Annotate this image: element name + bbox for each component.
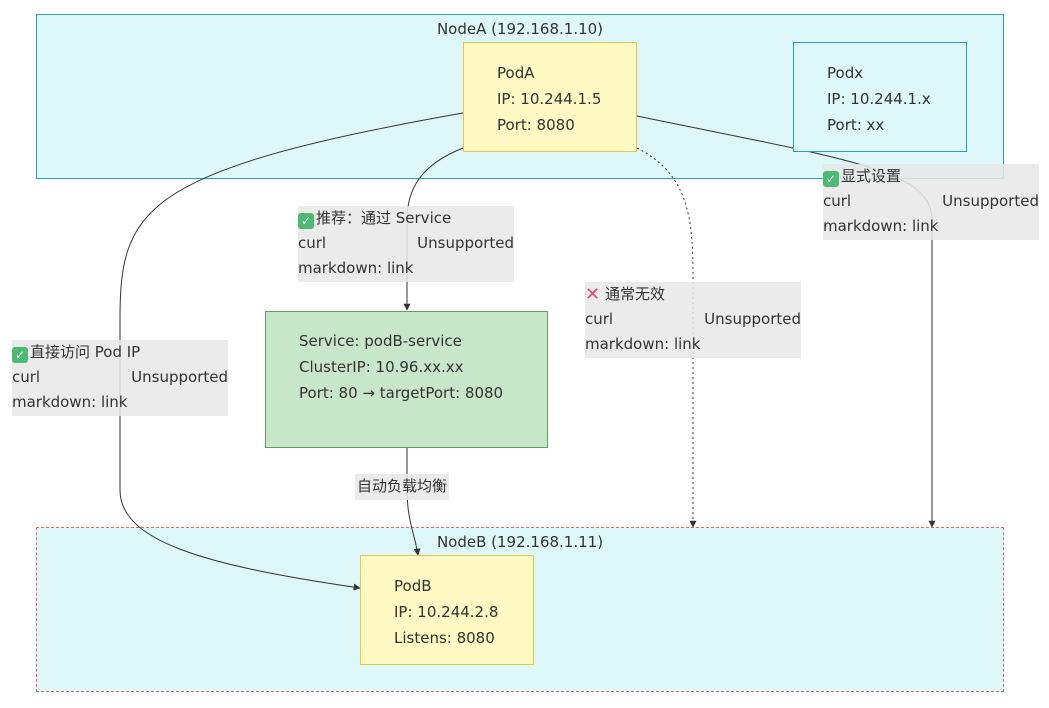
edge-label-direct-status: Unsupported [131, 368, 228, 386]
pod-b-name: PodB [394, 577, 432, 595]
edge-label-direct-title: 直接访问 Pod IP [30, 343, 141, 361]
edge-label-explicit-title: 显式设置 [841, 167, 902, 185]
pod-b-ip: IP: 10.244.2.8 [394, 603, 499, 621]
edge-label-via-service-markdown: markdown: link [298, 259, 414, 277]
service-port: Port: 80 → targetPort: 8080 [299, 384, 504, 402]
service-cluster-ip: ClusterIP: 10.96.xx.xx [299, 358, 464, 376]
edge-label-invalid-status: Unsupported [704, 310, 801, 328]
cross-icon: ✕ [585, 284, 601, 305]
pod-a-ip: IP: 10.244.1.5 [497, 90, 602, 108]
cluster-node-a-title: NodeA (192.168.1.10) [436, 20, 604, 38]
edge-poda-to-nodeb-invalid [636, 147, 697, 528]
service-node: Service: podB-service ClusterIP: 10.96.x… [265, 311, 548, 448]
edge-label-direct-markdown: markdown: link [12, 393, 128, 411]
check-icon: ✓ [12, 347, 28, 363]
pod-b-node: PodB IP: 10.244.2.8 Listens: 8080 [360, 555, 534, 665]
pod-a-name: PodA [497, 64, 535, 82]
pod-a-port: Port: 8080 [497, 116, 575, 134]
edge-label-via-service-title: 推荐：通过 Service [316, 209, 452, 227]
check-icon: ✓ [823, 171, 839, 187]
edge-label-invalid-title: 通常无效 [605, 285, 666, 303]
pod-x-ip: IP: 10.244.1.x [827, 90, 931, 108]
cluster-node-b-title: NodeB (192.168.1.11) [436, 533, 604, 551]
edge-label-load-balance: 自动负载均衡 [355, 474, 450, 500]
edge-label-invalid-markdown: markdown: link [585, 335, 701, 353]
edge-poda-to-podb-direct [119, 112, 464, 591]
pod-x-port: Port: xx [827, 116, 885, 134]
edge-service-to-podb [406, 448, 421, 556]
pod-x-node: Podx IP: 10.244.1.x Port: xx [793, 42, 967, 152]
edge-label-via-service: ✓推荐：通过 Service curl Unsupported markdown:… [298, 206, 514, 282]
edge-label-invalid-curl: curl [585, 310, 614, 328]
edge-label-explicit-markdown: markdown: link [823, 217, 939, 235]
edge-label-explicit: ✓显式设置 curl Unsupported markdown: link [823, 164, 1039, 240]
edge-label-direct: ✓直接访问 Pod IP curl Unsupported markdown: l… [12, 340, 228, 416]
edge-label-explicit-status: Unsupported [942, 192, 1039, 210]
pod-x-name: Podx [827, 64, 864, 82]
edge-label-explicit-curl: curl [823, 192, 852, 210]
edge-label-invalid: ✕通常无效 curl Unsupported markdown: link [585, 282, 801, 358]
check-icon: ✓ [298, 213, 314, 229]
edge-label-via-service-curl: curl [298, 234, 327, 252]
edge-label-via-service-status: Unsupported [417, 234, 514, 252]
pod-a-node: PodA IP: 10.244.1.5 Port: 8080 [463, 42, 637, 152]
edge-label-direct-curl: curl [12, 368, 41, 386]
edge-label-load-balance-title: 自动负载均衡 [357, 477, 448, 495]
pod-b-listens: Listens: 8080 [394, 629, 495, 647]
service-name: Service: podB-service [299, 332, 462, 350]
